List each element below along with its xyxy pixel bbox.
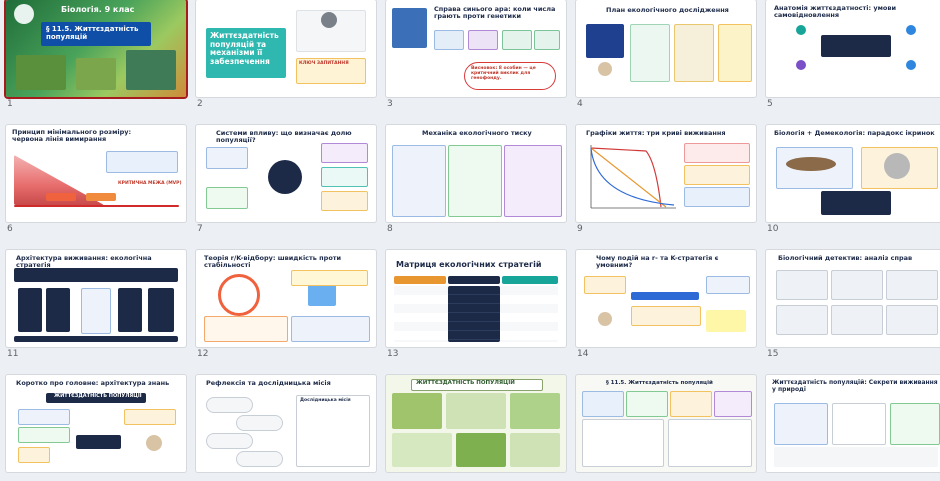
slide-preview: Чому подій на r- та K-стратегія є умовни… (576, 250, 756, 347)
slide-preview: Біологія + Демекологія: парадокс ікринок (766, 125, 940, 222)
slide-thumb-17[interactable]: Рефлексія та дослідницька місія Дослідни… (196, 375, 376, 472)
slide-thumb-16[interactable]: Коротко про головне: архітектура знань Ж… (6, 375, 186, 472)
slide-preview: Рефлексія та дослідницька місія Дослідни… (196, 375, 376, 472)
slide-preview: Справа синього ара: коли числа грають пр… (386, 0, 566, 97)
slide-thumb-14[interactable]: Чому подій на r- та K-стратегія є умовни… (576, 250, 756, 359)
slide-preview: Матриця екологічних стратегій (386, 250, 566, 347)
slide-thumb-10[interactable]: Біологія + Демекологія: парадокс ікринок… (766, 125, 940, 234)
slide-preview: Біологічний детектив: аналіз справ (766, 250, 940, 347)
slide-thumb-18[interactable]: ЖИТТЄЗДАТНІСТЬ ПОПУЛЯЦІЙ (386, 375, 566, 472)
slide-thumb-12[interactable]: Теорія r/K-відбору: швидкість проти стаб… (196, 250, 376, 359)
slide-preview: Графіки життя: три криві виживання (576, 125, 756, 222)
slide-preview: Анатомія життєздатності: умови самовідно… (766, 0, 940, 97)
slide-thumb-19[interactable]: § 11.5. Життєздатність популяцій (576, 375, 756, 472)
slide-thumb-1[interactable]: Біологія. 9 клас § 11.5. Життєздатність … (6, 0, 186, 109)
slide-preview: Механіка екологічного тиску (386, 125, 566, 222)
slide-thumb-6[interactable]: Принцип мінімального розміру: червона лі… (6, 125, 186, 234)
slide-thumb-3[interactable]: Справа синього ара: коли числа грають пр… (386, 0, 566, 109)
slide-preview: Біологія. 9 клас § 11.5. Життєздатність … (6, 0, 186, 97)
slide-thumb-8[interactable]: Механіка екологічного тиску 8 (386, 125, 566, 234)
slide-preview: Принцип мінімального розміру: червона лі… (6, 125, 186, 222)
slide-thumb-11[interactable]: Архітектура виживання: екологічна страте… (6, 250, 186, 359)
slide-preview: Життєздатність популяцій та механізми її… (196, 0, 376, 97)
slide-thumb-2[interactable]: Життєздатність популяцій та механізми її… (196, 0, 376, 109)
slide-thumb-20[interactable]: Життєздатність популяцій: Секрети вижива… (766, 375, 940, 472)
slide-preview: Коротко про головне: архітектура знань Ж… (6, 375, 186, 472)
slide-preview: Системи впливу: що визначає долю популяц… (196, 125, 376, 222)
slide-preview: Архітектура виживання: екологічна страте… (6, 250, 186, 347)
slide-thumb-15[interactable]: Біологічний детектив: аналіз справ 15 (766, 250, 940, 359)
slide-preview: Життєздатність популяцій: Секрети вижива… (766, 375, 940, 472)
slide-thumb-7[interactable]: Системи впливу: що визначає долю популяц… (196, 125, 376, 234)
slide-thumb-9[interactable]: Графіки життя: три криві виживання 9 (576, 125, 756, 234)
slide-preview: ЖИТТЄЗДАТНІСТЬ ПОПУЛЯЦІЙ (386, 375, 566, 472)
slide-thumb-4[interactable]: План екологічного дослідження 4 (576, 0, 756, 109)
slide-thumb-13[interactable]: Матриця екологічних стратегій 13 (386, 250, 566, 359)
survival-curves-graphic (590, 145, 676, 209)
slide-preview: Теорія r/K-відбору: швидкість проти стаб… (196, 250, 376, 347)
slide-preview: План екологічного дослідження (576, 0, 756, 97)
slide-preview: § 11.5. Життєздатність популяцій (576, 375, 756, 472)
slide-thumb-5[interactable]: Анатомія життєздатності: умови самовідно… (766, 0, 940, 109)
